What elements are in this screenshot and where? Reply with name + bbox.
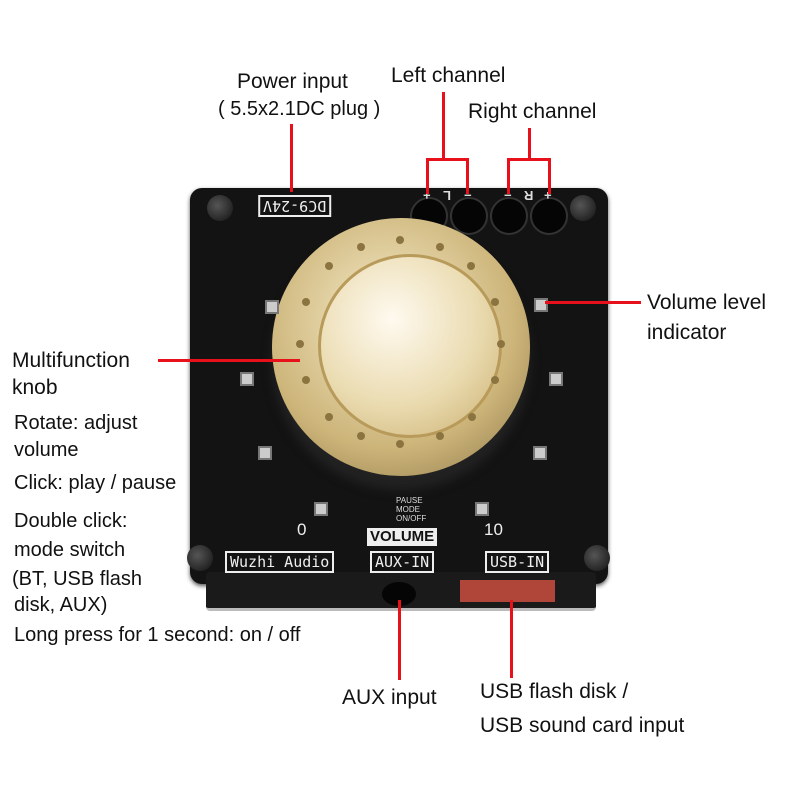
dc-voltage-label: DC9-24V — [258, 195, 332, 217]
rotate-description: Rotate: adjust — [14, 412, 138, 434]
leader-line — [442, 92, 445, 160]
leader-line — [466, 158, 469, 194]
power-plug-label: ( 5.5x2.1DC plug ) — [218, 98, 381, 120]
right-minus-terminal — [490, 197, 528, 235]
volume-led — [314, 502, 328, 516]
volume-led — [258, 446, 272, 460]
usb-port — [460, 580, 555, 602]
leader-line — [507, 158, 551, 161]
knob-face — [318, 254, 502, 438]
modes-description: disk, AUX) — [14, 594, 108, 616]
volume-label: VOLUME — [367, 528, 438, 546]
volume-led — [549, 372, 563, 386]
double-click-description: Double click: — [14, 510, 128, 532]
leader-line — [398, 600, 401, 680]
volume-max-label: 10 — [484, 520, 503, 539]
right-plus-terminal — [530, 197, 568, 235]
left-minus-terminal — [450, 197, 488, 235]
volume-indicator-label: Volume level — [647, 291, 767, 314]
leader-line — [528, 128, 531, 160]
leader-line — [548, 158, 551, 194]
brand-label: Wuzhi Audio — [225, 551, 335, 573]
volume-led — [533, 446, 547, 460]
leader-line — [426, 158, 429, 194]
leader-line — [290, 124, 293, 192]
click-description: Click: play / pause — [14, 472, 177, 494]
aux-input-label: AUX input — [342, 686, 437, 709]
double-click-description: mode switch — [14, 539, 126, 561]
volume-led — [475, 502, 489, 516]
channel-label: L — [443, 188, 451, 203]
screw-icon — [187, 545, 213, 571]
usb-input-label: USB flash disk / — [480, 680, 629, 703]
leader-line — [510, 600, 513, 678]
channel-label: R — [524, 188, 534, 203]
volume-indicator-label: indicator — [647, 321, 727, 344]
knob-label: Multifunction — [12, 349, 130, 372]
volume-led — [240, 372, 254, 386]
volume-led — [265, 300, 279, 314]
modes-description: (BT, USB flash — [12, 568, 143, 590]
usb-input-label: USB sound card input — [480, 714, 685, 737]
volume-led — [534, 298, 548, 312]
leader-line — [507, 158, 510, 194]
left-channel-label: Left channel — [391, 64, 506, 87]
long-press-description: Long press for 1 second: on / off — [14, 624, 301, 646]
right-channel-label: Right channel — [468, 100, 597, 123]
volume-min-label: 0 — [297, 520, 307, 539]
knob-label: knob — [12, 376, 58, 399]
screw-icon — [207, 195, 233, 221]
screw-icon — [570, 195, 596, 221]
power-input-label: Power input — [237, 70, 348, 93]
usb-in-label: USB-IN — [485, 551, 550, 573]
rotate-description: volume — [14, 439, 79, 461]
leader-line — [426, 158, 469, 161]
aux-in-label: AUX-IN — [370, 551, 435, 573]
leader-line — [158, 359, 300, 362]
leader-line — [545, 301, 641, 304]
screw-icon — [584, 545, 610, 571]
